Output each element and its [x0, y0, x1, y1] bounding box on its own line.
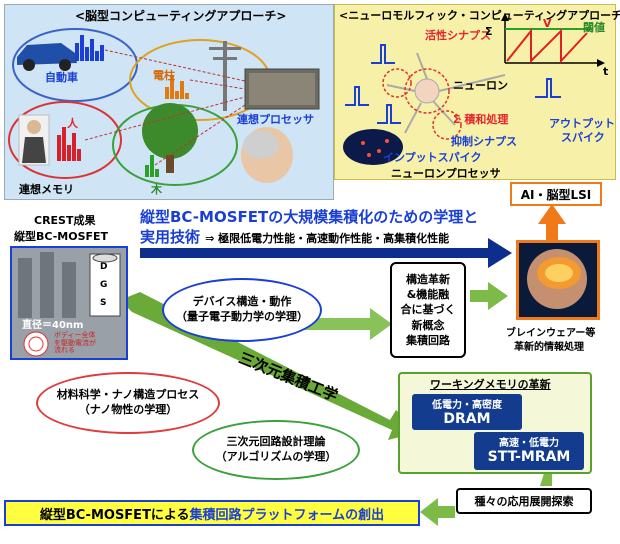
- brain-computing-illustration: [8, 28, 320, 186]
- brainware-label-2: 革新的情報処理: [514, 342, 584, 353]
- headline-line1: 縦型BC-MOSFETの大規模集積化のための学理と: [140, 208, 479, 226]
- brain-computing-title: <脳型コンピューティングアプローチ>: [75, 9, 287, 23]
- working-memory-title: ワーキングメモリの革新: [430, 378, 551, 391]
- materials-science-ellipse: 材料科学・ナノ構造プロセス （ナノ物性の学理）: [36, 372, 220, 434]
- mosfet-micrograph: [18, 252, 121, 357]
- drain-label: D: [100, 262, 108, 272]
- threshold-label: 閾値: [583, 21, 605, 34]
- stt-mram-box: 高速・低電力 STT-MRAM: [474, 432, 584, 470]
- associative-processor-label: 連想プロセッサ: [237, 113, 314, 126]
- headline-line2: 実用技術 ⇒ 極限低電力性能・高速動作性能・高集積化性能: [140, 228, 450, 246]
- neuromorphic-panel: <ニューロモルフィック・コンピューティングアプローチ> 活性シナプス ニューロン…: [334, 4, 620, 180]
- car-label: 自動車: [45, 71, 78, 84]
- brain-image: [516, 240, 600, 320]
- body-current-note: ボディー全体 を駆動電流が 流れる: [54, 331, 96, 355]
- tree-label: 木: [151, 183, 162, 196]
- ai-brain-lsi-box: AI・脳型LSI: [510, 182, 602, 206]
- inhibitory-synapse-label: 抑制シナプス: [451, 135, 517, 148]
- gate-label: G: [100, 280, 108, 290]
- mosfet-image-box: D G S 直径＝40nm ボディー全体 を駆動電流が 流れる: [10, 246, 128, 360]
- integration-label: Σ 積和処理: [453, 113, 509, 126]
- brain-illustration: [527, 249, 587, 309]
- v-label: V: [543, 17, 552, 30]
- brainware-label-1: ブレインウェアー等: [506, 328, 596, 339]
- working-memory-box: ワーキングメモリの革新 低電力・高密度 DRAM 高速・低電力 STT-MRAM: [398, 372, 592, 474]
- neuron-processor-label: ニューロンプロセッサ: [391, 167, 501, 180]
- source-label: S: [100, 298, 107, 308]
- bottom-banner: 縦型BC-MOSFETによる 集積回路プラットフォームの創出: [4, 500, 420, 526]
- dram-box: 低電力・高密度 DRAM: [412, 394, 522, 430]
- active-synapse-label: 活性シナプス: [425, 29, 491, 42]
- t-axis-label: t: [603, 65, 609, 78]
- person-label: 人: [67, 117, 78, 130]
- pole-label: 電柱: [153, 69, 175, 82]
- neuromorphic-title: <ニューロモルフィック・コンピューティングアプローチ>: [339, 9, 620, 22]
- crest-result-label: CREST成果: [34, 214, 96, 227]
- neuromorphic-illustration: [343, 13, 605, 165]
- structure-innovation-box: 構造革新 &機能融 合に基づく 新概念 集積回路: [390, 262, 466, 358]
- brain-computing-panel: <脳型コンピューティングアプローチ> 自動車 電柱 人 木 連想プロセッサ 連想…: [4, 4, 334, 200]
- diameter-label: 直径＝40nm: [22, 320, 84, 331]
- associative-memory-label: 連想メモリ: [19, 183, 74, 196]
- applications-exploration-box: 種々の応用展開探索: [456, 488, 592, 514]
- device-structure-ellipse: デバイス構造・動作 （量子電子動力学の学理）: [162, 278, 322, 342]
- input-spike-label: インプットスパイク: [383, 151, 482, 164]
- output-spike-label-2: スパイク: [561, 131, 605, 144]
- sigma-axis-label: Σ: [485, 25, 493, 38]
- output-spike-label-1: アウトプット: [549, 117, 615, 130]
- circuit-design-ellipse: 三次元回路設計理論 （アルゴリズムの学理）: [192, 420, 360, 480]
- neuron-label: ニューロン: [453, 79, 508, 92]
- crest-device-label: 縦型BC-MOSFET: [14, 230, 109, 243]
